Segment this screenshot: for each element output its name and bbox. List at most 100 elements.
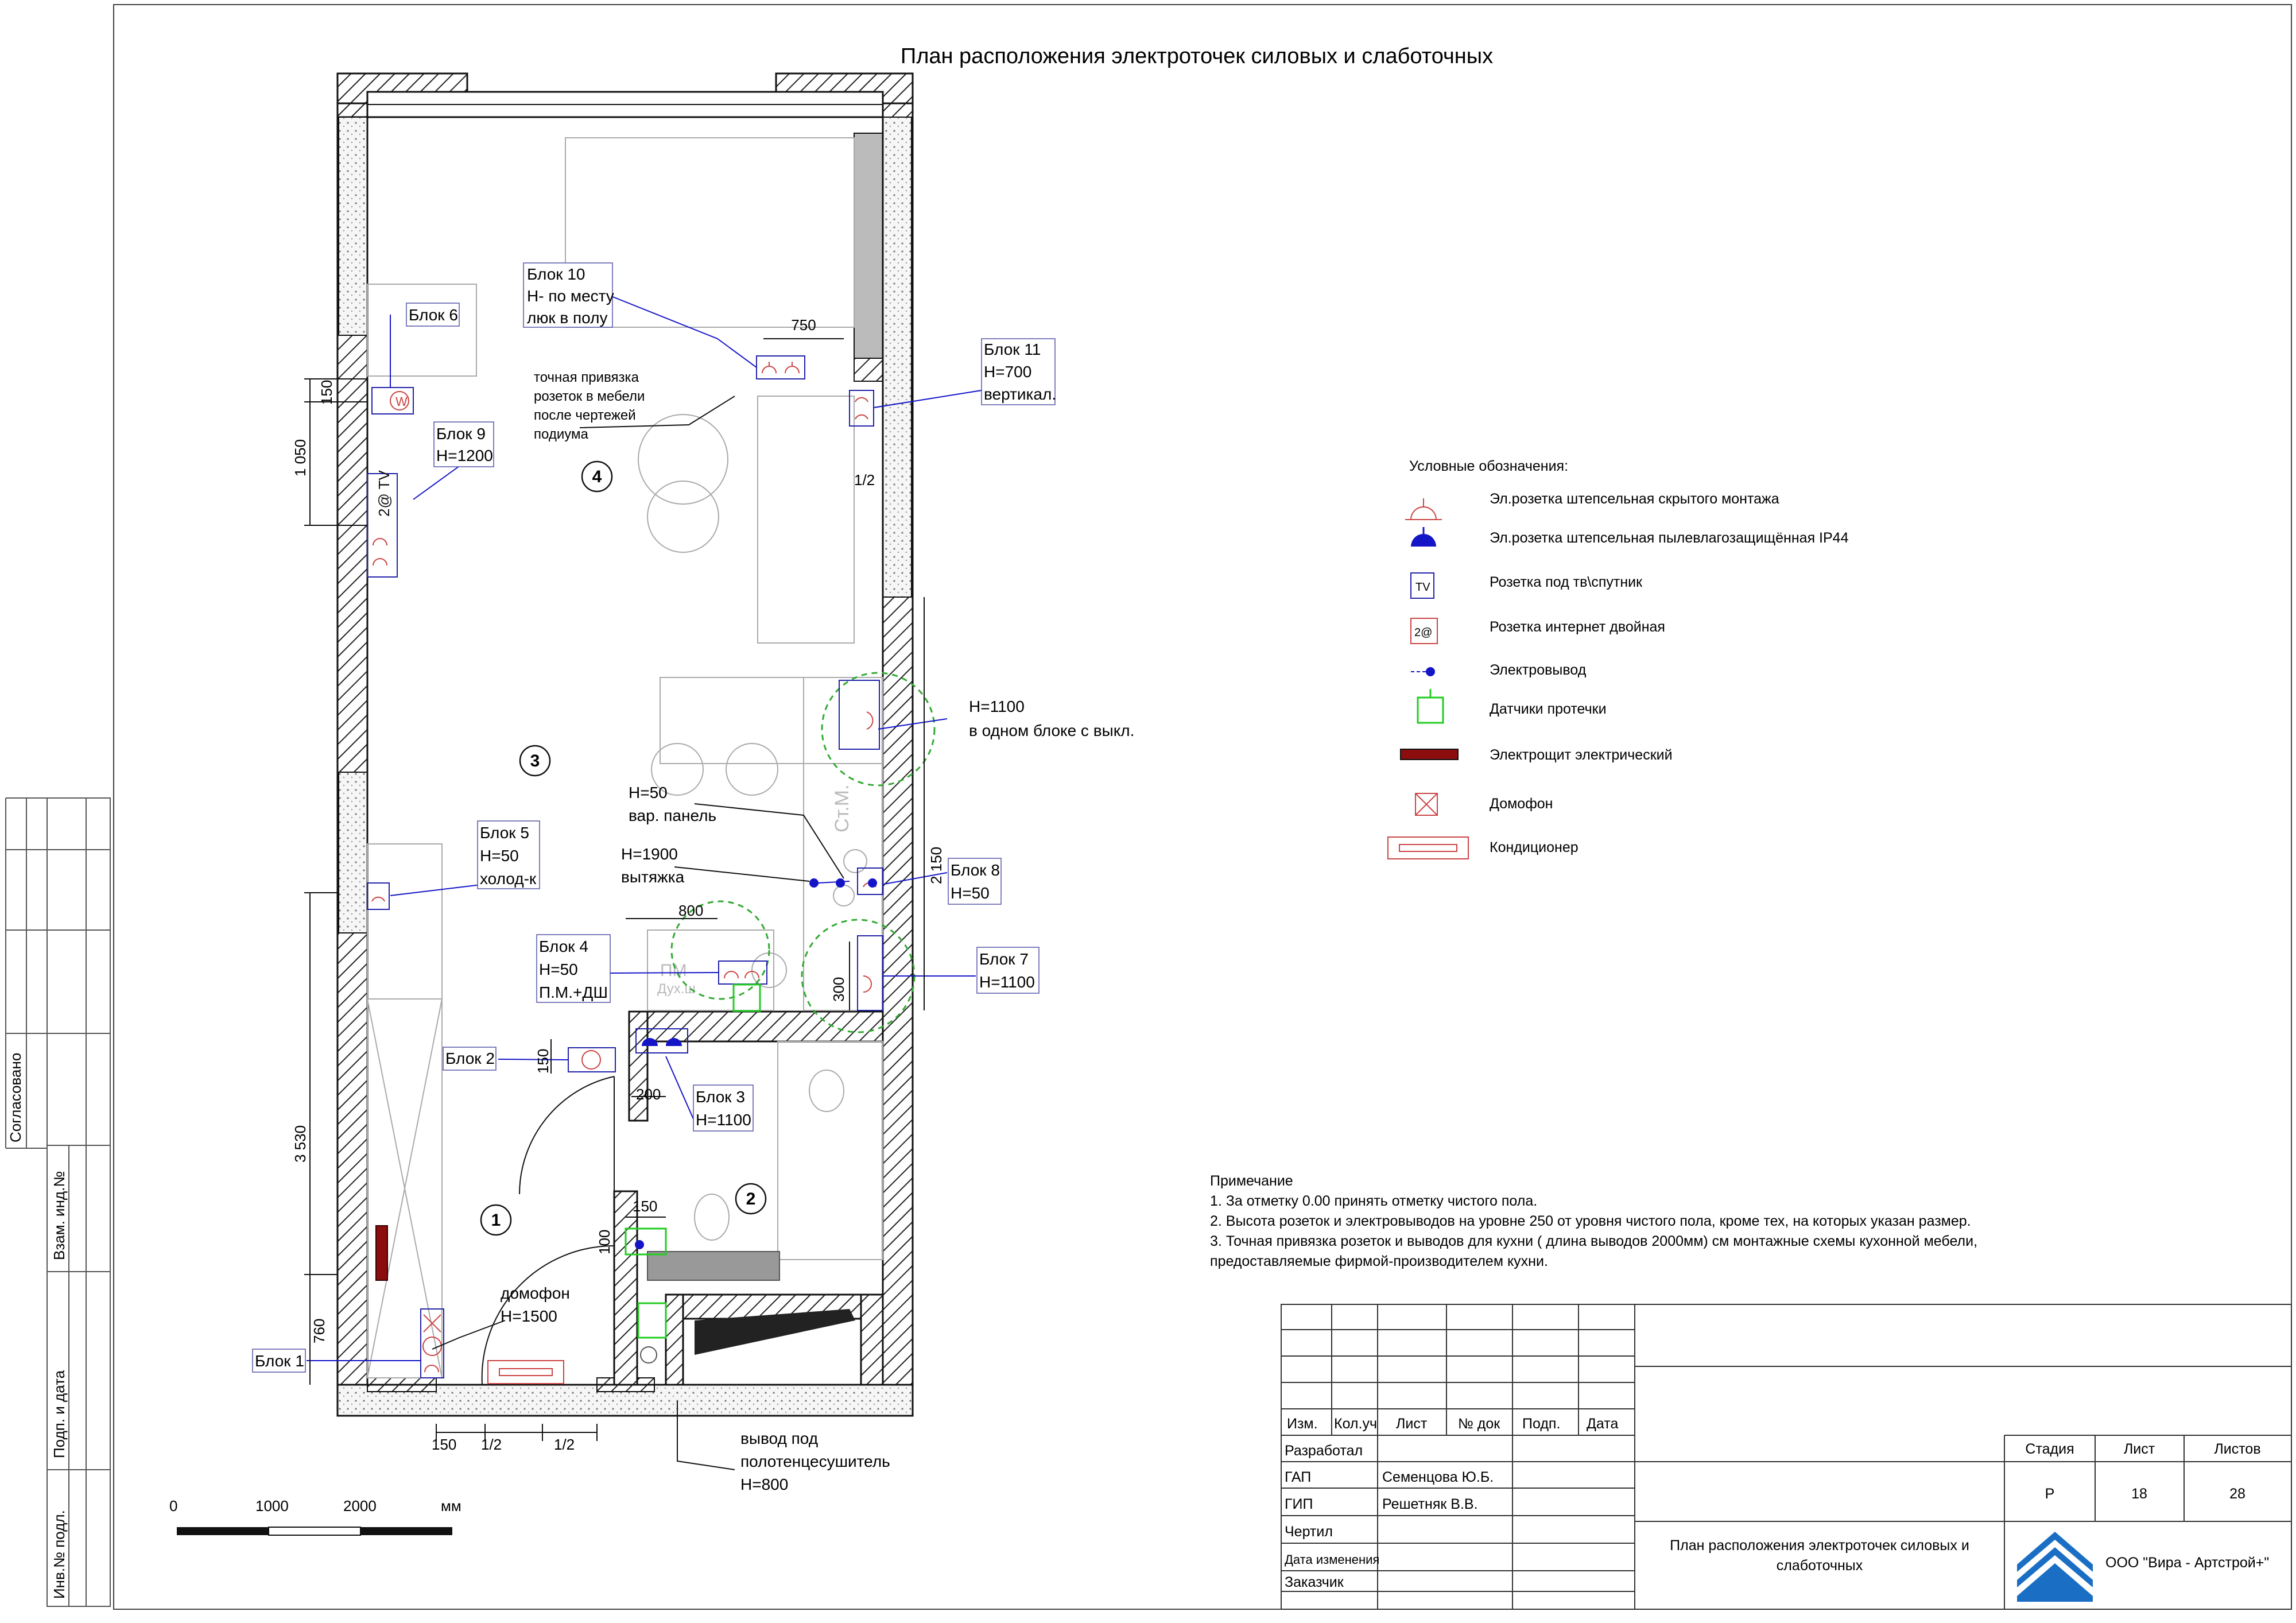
block11-l3: вертикал. [984, 385, 1056, 403]
legend-label-3: Розетка под тв\спутник [1490, 574, 1643, 590]
dim-150-bottom: 150 [432, 1436, 456, 1453]
panel-line1: Н=50 [629, 784, 668, 801]
legend-label-9: Кондиционер [1490, 839, 1578, 855]
block5-l3: холод-к [480, 870, 537, 888]
rev-h-kol: Кол.уч [1334, 1416, 1377, 1432]
dim-200: 200 [636, 1086, 661, 1103]
podium-note-2: розеток в мебели [534, 389, 645, 404]
stamp-inv: Инв.№ подл. [51, 1510, 68, 1599]
towel-line3: Н=800 [740, 1475, 788, 1493]
dim-half-bottom-2: 1/2 [554, 1436, 575, 1453]
tv-socket-icon [1410, 572, 1434, 599]
notes: Примечание 1. За отметку 0.00 принять от… [1210, 1173, 1977, 1269]
label-dukh: Дух.ш [657, 981, 696, 997]
legend: Условные обозначения: Эл.розетка штепсел… [1387, 458, 1849, 859]
legend-label-8: Домофон [1490, 796, 1553, 812]
legend-code-internet: 2@ [1414, 626, 1432, 639]
podium-note-1: точная привязка [534, 370, 639, 385]
rev-h-podp: Подп. [1522, 1416, 1560, 1432]
socket-ip44-icon [1411, 534, 1436, 547]
title-block [1281, 1304, 2292, 1610]
stage-h-stadia: Стадия [2025, 1441, 2074, 1457]
block10-l3: люк в полу [527, 309, 607, 327]
legend-label-2: Эл.розетка штепсельная пылевлагозащищённ… [1490, 530, 1849, 546]
scale-bar: 0 1000 2000 мм [169, 1497, 461, 1536]
plan-annotations: точная привязка розеток в мебели после ч… [534, 370, 645, 442]
dim-150-bath: 150 [534, 1049, 552, 1074]
stamp-podp: Подп. и дата [51, 1370, 68, 1458]
sheet-border [113, 4, 2292, 1610]
scale-tick-1000: 1000 [255, 1497, 289, 1514]
company-name: ООО "Вира - Артстрой+" [2105, 1555, 2269, 1571]
block3-l2: Н=1100 [696, 1111, 751, 1129]
block4-l3: П.М.+ДШ [539, 983, 608, 1001]
room-2: 2 [746, 1190, 756, 1208]
block11-l1: Блок 11 [984, 340, 1041, 358]
panel-line2: вар. панель [629, 807, 716, 824]
electrical-panel-icon [1400, 749, 1459, 760]
rev-h-izm: Изм. [1287, 1416, 1318, 1432]
role-gip: ГИП [1285, 1496, 1313, 1512]
role-date-change: Дата изменения [1285, 1552, 1379, 1567]
scale-unit: мм [441, 1497, 461, 1514]
leak-sensor-icon [1417, 689, 1444, 724]
socket-concealed-icon [1405, 498, 1442, 520]
room-4: 4 [592, 467, 602, 486]
w-mark-6: W [395, 394, 408, 409]
intercom-line2: Н=1500 [501, 1307, 557, 1325]
block3-l1: Блок 3 [696, 1088, 745, 1106]
stamp-soglasovano: Согласовано [7, 1053, 24, 1142]
legend-label-6: Датчики протечки [1490, 701, 1607, 717]
rev-h-doc: № док [1458, 1416, 1500, 1432]
legend-heading: Условные обозначения: [1409, 458, 1568, 474]
block11-l2: Н=700 [984, 363, 1031, 381]
legend-label-7: Электрощит электрический [1490, 747, 1673, 763]
power-outlet-icon [1411, 667, 1435, 676]
role-chertil: Чертил [1285, 1524, 1333, 1540]
block4-l1: Блок 4 [539, 938, 588, 955]
block4-l2: Н=50 [539, 960, 578, 978]
scale-tick-2000: 2000 [343, 1497, 377, 1514]
dim-100: 100 [596, 1230, 613, 1254]
block9-l2: Н=1200 [436, 447, 493, 464]
role-razrabotal: Разработал [1285, 1443, 1363, 1459]
room-1: 1 [491, 1211, 501, 1230]
h1100-line1: Н=1100 [969, 698, 1025, 715]
name-gip: Решетняк В.В. [1382, 1496, 1478, 1512]
dim-760: 760 [311, 1319, 328, 1343]
block8-l2: Н=50 [951, 884, 990, 902]
role-gap: ГАП [1285, 1469, 1311, 1485]
intercom-icon [1415, 793, 1438, 816]
dim-1050: 1 050 [292, 439, 309, 477]
tb-title-line1: План расположения электроточек силовых и [1670, 1537, 1969, 1554]
block6-l1: Блок 6 [409, 306, 458, 324]
electrical-panel [375, 1225, 388, 1281]
stage-v-list: 18 [2131, 1486, 2147, 1502]
stage-v-listov: 28 [2229, 1486, 2245, 1502]
dim-half-bottom-1: 1/2 [481, 1436, 502, 1453]
dim-750: 750 [791, 316, 816, 334]
scale-tick-0: 0 [169, 1497, 177, 1514]
notes-line-2: 2. Высота розеток и электровыводов на ур… [1210, 1213, 1971, 1229]
block8-l1: Блок 8 [951, 861, 1000, 879]
dim-800: 800 [678, 902, 703, 919]
podium-note-3: после чертежей [534, 408, 636, 423]
legend-code-tv: TV [1415, 581, 1430, 594]
company-logo [2016, 1527, 2093, 1602]
dim-3530: 3 530 [292, 1125, 309, 1163]
stage-h-listov: Листов [2214, 1441, 2260, 1457]
block2-l1: Блок 2 [445, 1049, 495, 1067]
block-labels: Блок 10 Н- по месту люк в полу Блок 11 Н… [252, 262, 1056, 1373]
internet-socket-icon [1410, 618, 1438, 644]
floor-plan: ПМ Дух.ш Ст.М. W [292, 72, 1054, 1470]
legend-label-5: Электровывод [1490, 662, 1587, 678]
label-stm: Ст.М. [831, 784, 853, 832]
block9-l1: Блок 9 [436, 425, 486, 443]
side-stamp [5, 797, 111, 1607]
drawing-title: План расположения электроточек силовых и… [901, 44, 1493, 68]
notes-line-3: 3. Точная привязка розеток и выводов для… [1210, 1233, 1977, 1249]
dim-300: 300 [830, 977, 847, 1002]
hood-line1: Н=1900 [621, 845, 678, 863]
name-gap: Семенцова Ю.Б. [1382, 1469, 1494, 1485]
dim-half-right: 1/2 [854, 471, 875, 489]
